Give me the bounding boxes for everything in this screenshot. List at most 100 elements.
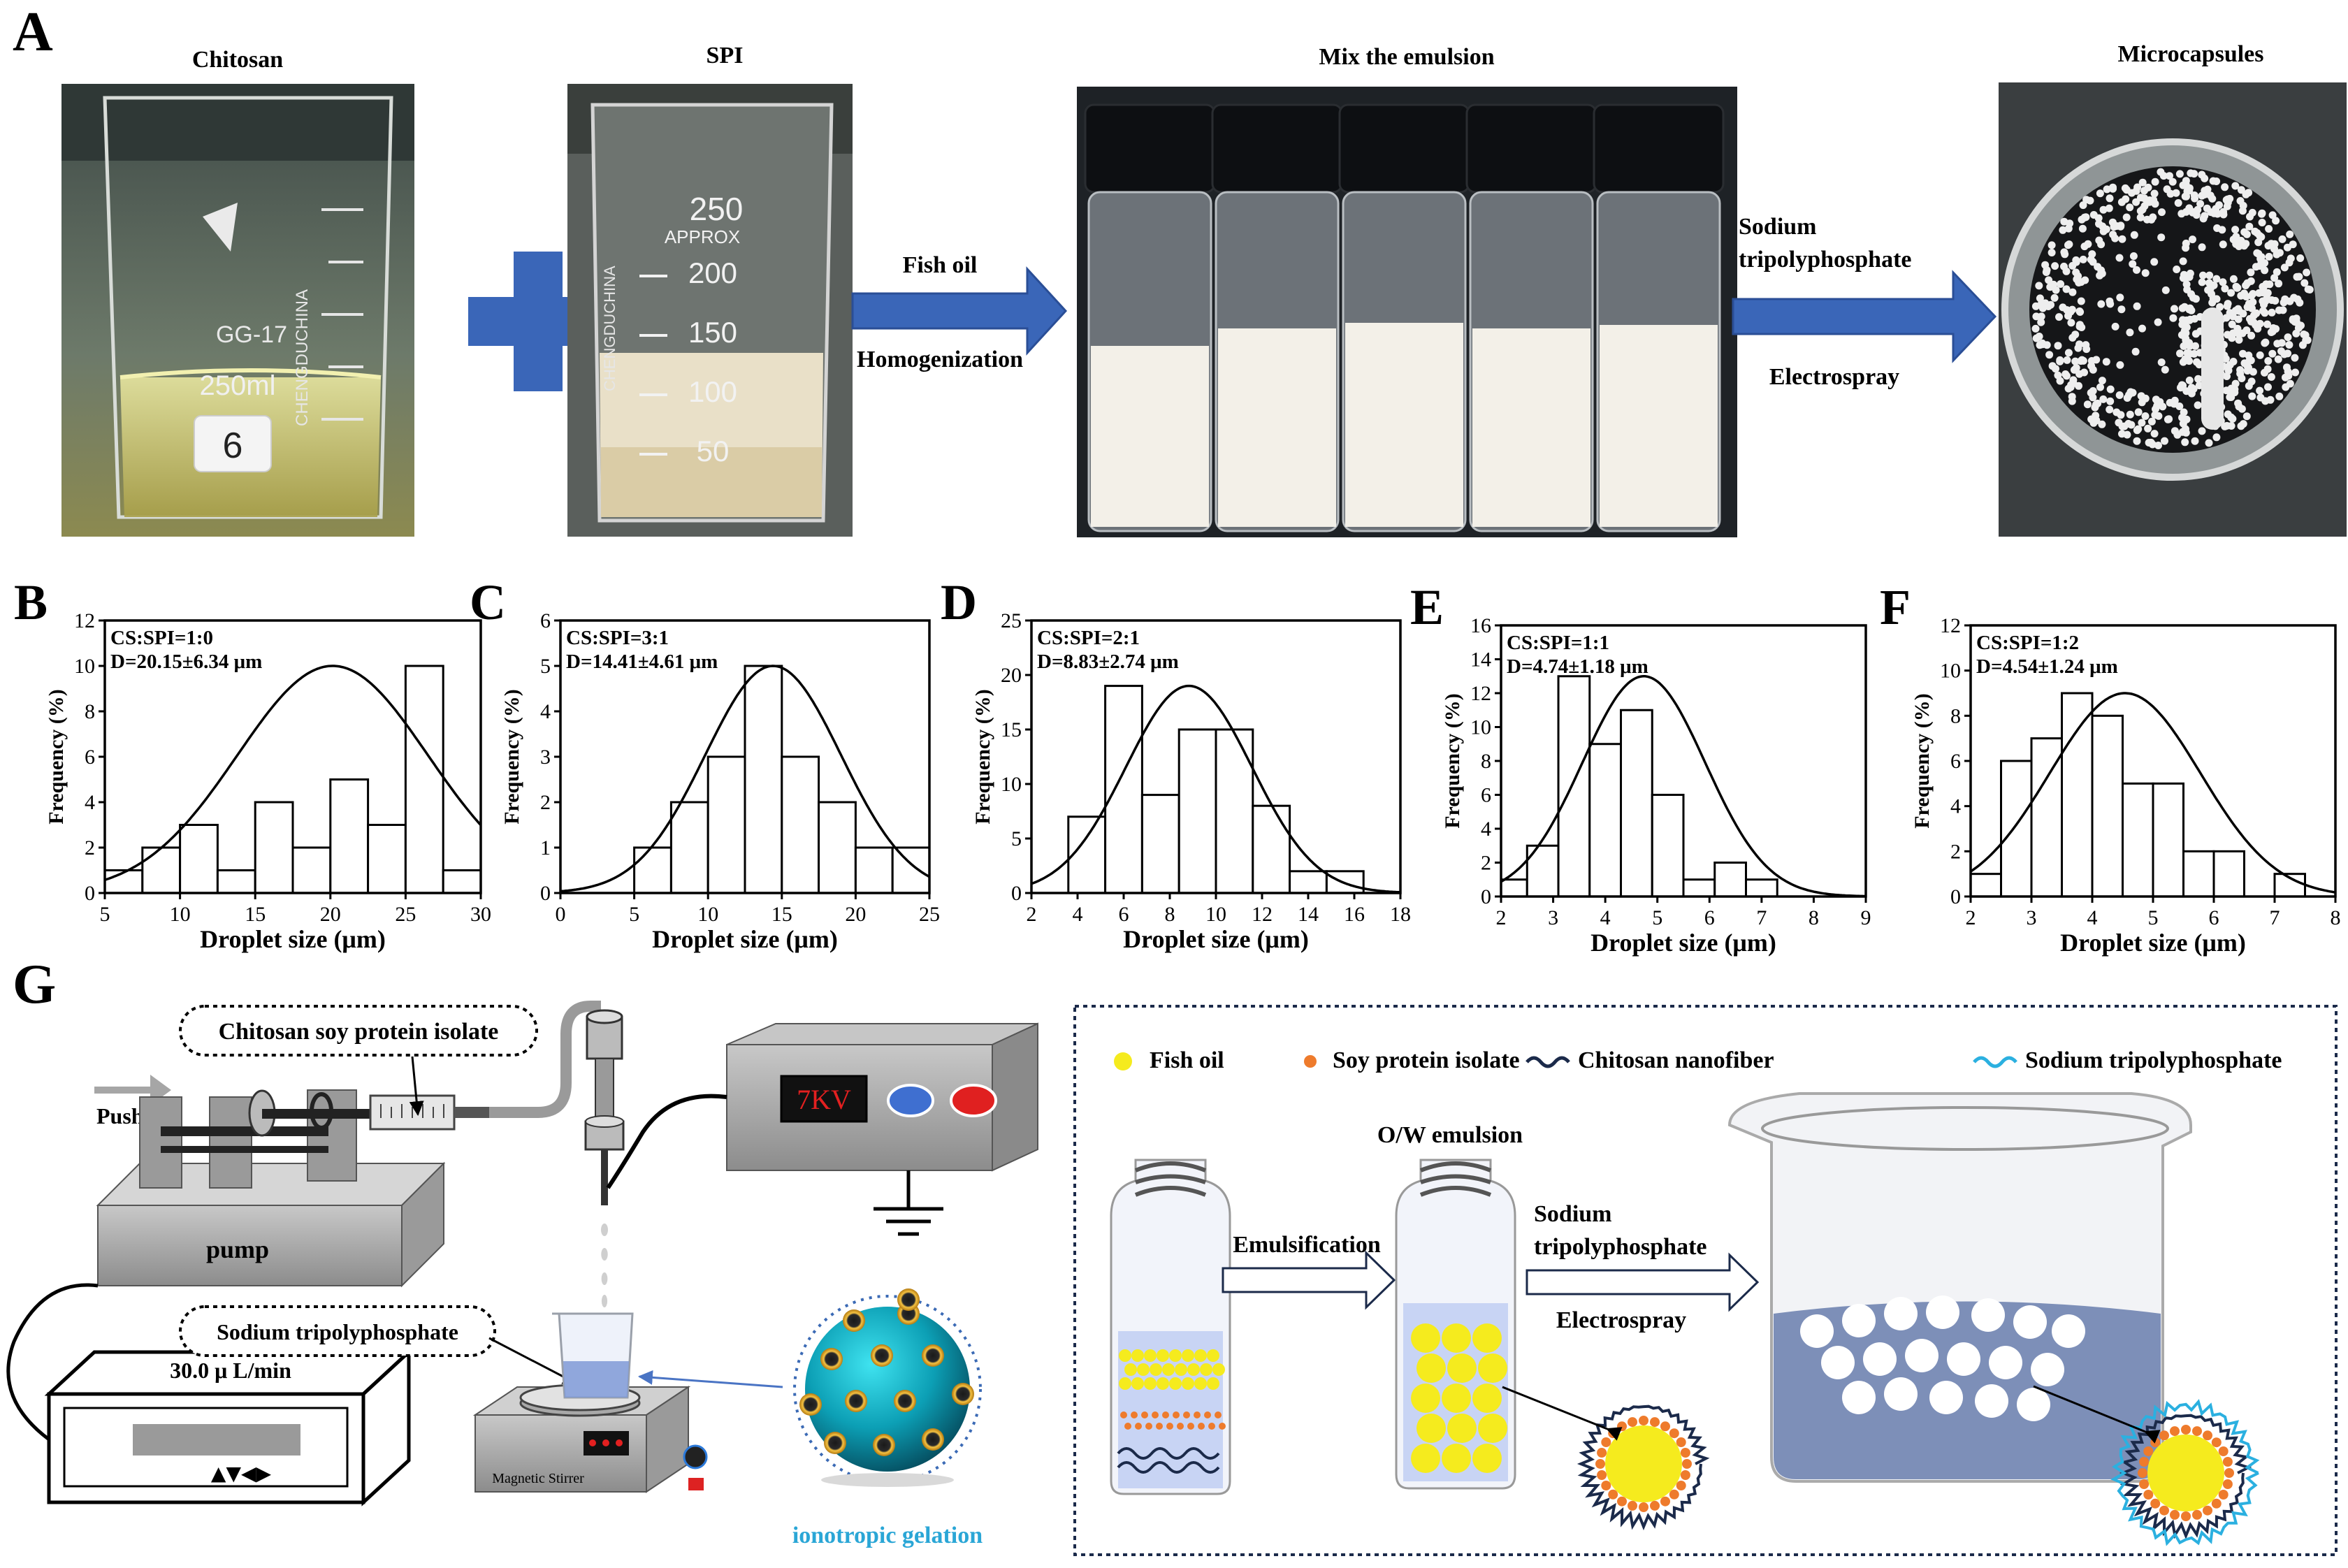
microcapsule-bead [2275,280,2283,288]
microcapsule-bead [2063,356,2071,364]
microcapsule-bead [2187,384,2196,392]
microcapsule-bead [2205,439,2213,447]
microcapsule-bead [1975,1384,2008,1418]
y-tick-label: 0 [540,882,551,905]
microcapsule-bead [2045,351,2054,359]
microcapsule-bead [2082,341,2090,349]
y-tick-label: 6 [540,609,551,632]
microcapsule-bead [2242,240,2250,248]
x-tick-label: 9 [1861,906,1871,929]
microcapsule-bead [2190,191,2198,199]
panel-letter: E [1410,579,1444,635]
microcapsule-bead [2240,228,2249,236]
fish-oil-droplet [1187,1363,1200,1376]
microcapsule-bead [2054,342,2062,350]
x-tick-label: 3 [2027,906,2037,929]
x-tick-label: 25 [395,903,416,926]
y-tick-label: 20 [1001,664,1022,687]
microcapsule-bead [2060,217,2068,226]
arrow2-g-label-line1: Sodium [1534,1201,1612,1227]
encapsulated-oil-dot [873,1434,895,1456]
microcapsule-bead [2300,279,2309,287]
panel-letter: D [941,574,977,630]
microcapsule-bead [2075,307,2084,315]
microcapsule-bead [2210,281,2218,289]
photo-labels-row: Chitosan SPI Mix the emulsion Microcapsu… [192,41,2264,73]
microcapsule-bead [2182,338,2191,347]
microcapsule-bead [2103,185,2111,194]
soy-protein-particle [1135,1423,1142,1430]
x-axis-label: Droplet size (μm) [1123,925,1309,953]
stpp-label-text: Sodium tripolyphosphate [217,1319,458,1344]
y-tick-label: 4 [540,700,551,723]
x-tick-label: 4 [1073,903,1083,926]
microcapsule-bead [2158,208,2166,217]
microcapsule-bead [2075,322,2084,331]
microcapsule-bead [2140,187,2148,195]
microcapsule-bead [2227,422,2235,430]
microcapsule-bead [2072,268,2080,277]
microcapsule-bead [2258,219,2266,226]
encapsulated-oil-dot [845,1390,867,1412]
microcapsule-bead [2118,235,2126,243]
legend-chitosan: Chitosan nanofiber [1578,1047,1774,1073]
y-tick-label: 8 [1950,704,1961,727]
histogram-bar [1289,870,1328,894]
chitosan-nanofiber-shell [1577,1404,1710,1531]
spray-nozzle [584,1009,625,1348]
microcapsule-bead [2136,207,2145,215]
size-annotation: D=20.15±6.34 μm [110,651,262,673]
microcapsule-bead [2013,1305,2047,1339]
microcapsule-bead [2286,230,2294,238]
y-tick-label: 0 [1950,885,1961,908]
microcapsule-bead [2106,385,2115,393]
y-tick-label: 10 [1470,716,1491,739]
microcapsule-bead [2179,358,2187,366]
microcapsule-bead [2182,208,2190,216]
microcapsule-bead [2099,395,2108,403]
microcapsule-bead [1926,1295,1959,1329]
spray-droplet [601,1295,608,1307]
ratio-annotation: CS:SPI=1:1 [1507,632,1609,654]
soy-protein-particle [1601,1481,1611,1490]
vial [1338,103,1470,532]
soy-protein-particle [1650,1417,1660,1428]
microcapsule-bead [2284,372,2293,380]
microcapsule-bead [2212,275,2221,283]
microcapsule-bead [2126,203,2134,212]
x-tick-label: 2 [1496,906,1507,929]
fish-oil-droplet [1162,1363,1175,1376]
fish-oil-droplet [1175,1363,1187,1376]
y-tick-label: 1 [540,836,551,859]
microcapsule-bead [2201,212,2209,220]
microcapsule-bead [2164,415,2172,423]
high-voltage-supply: 7KV [606,1022,1038,1236]
soy-protein-particle [2143,1446,2154,1456]
x-tick-label: 18 [1390,903,1411,926]
histogram-bar [1252,804,1291,894]
y-tick-label: 4 [1481,818,1491,841]
soy-protein-particle [1597,1470,1607,1480]
soy-protein-particle [2159,1430,2169,1441]
microcapsule-bead [2239,310,2247,318]
microcapsule-bead [2068,261,2077,270]
microcapsule-bead [2204,286,2212,294]
microcapsule-bead [2109,231,2117,239]
gaussian-fit-line [1500,675,1866,898]
microcapsule-bead [2182,280,2191,289]
soy-protein-particle [1669,1428,1679,1439]
microcapsule-bead [2263,365,2272,373]
microcapsule-bead [2251,227,2259,235]
y-tick-label: 10 [1001,773,1022,796]
soy-protein-particle [1156,1423,1163,1430]
emulsion-droplet [1447,1353,1477,1383]
microcapsule-bead [2129,260,2137,268]
histogram-bar [1713,862,1747,898]
fish-oil-droplet [1207,1349,1219,1362]
microcapsule-bead [2277,347,2285,356]
microcapsule-bead [2222,354,2230,363]
soy-protein-particle [2222,1479,2233,1489]
soy-protein-particle [1120,1411,1127,1418]
soy-protein-particle [1639,1502,1648,1512]
